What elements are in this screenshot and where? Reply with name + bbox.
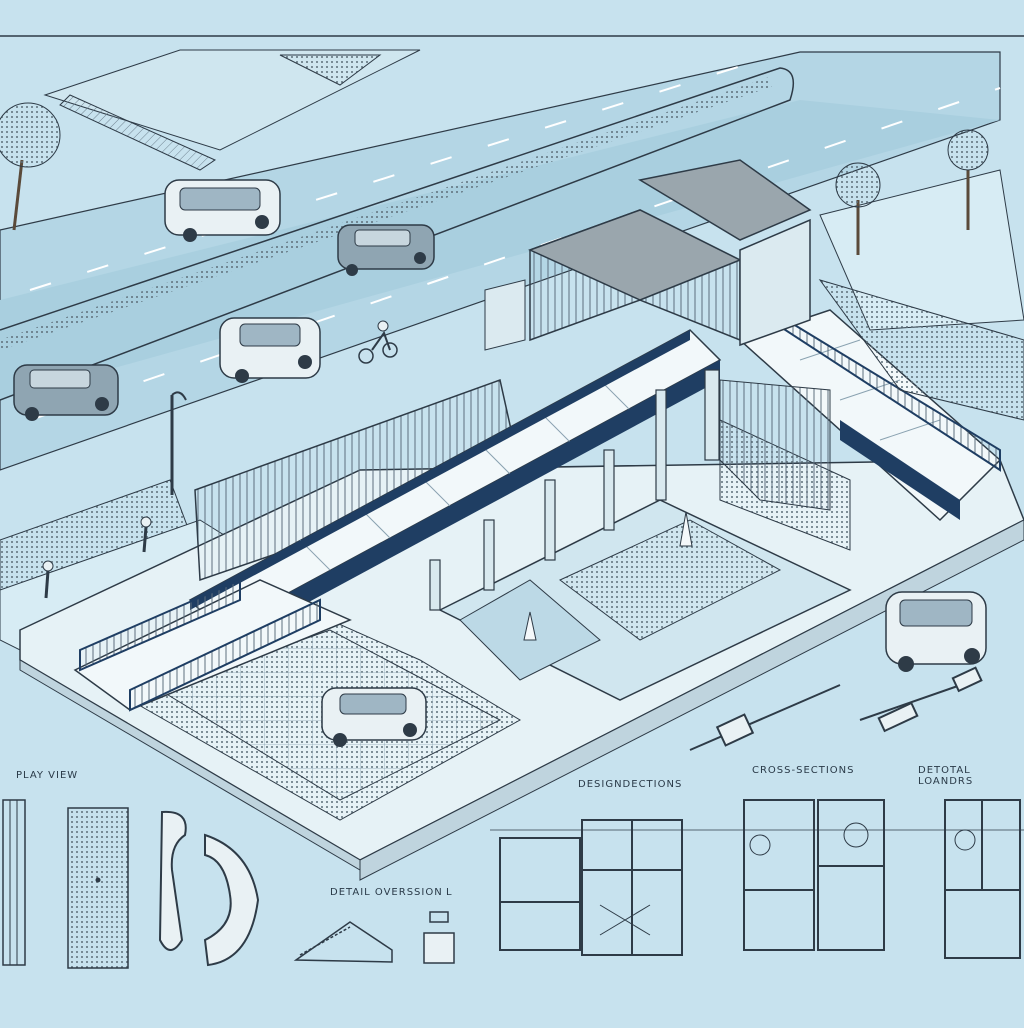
plan-view-label: PLAY VIEW	[16, 770, 79, 781]
traffic-cone-icon	[523, 611, 537, 641]
stair-ramp-main	[188, 329, 722, 650]
lane-markings	[29, 59, 1001, 421]
detail-loading-floorplan	[944, 799, 1021, 959]
designations-label: DESIGNDECTIONS	[578, 779, 683, 790]
detail-loading-label: DETOTAL LOANDRS	[918, 765, 974, 787]
railing-top	[190, 330, 690, 610]
cross-sections-label: CROSS-SECTIONS	[752, 765, 855, 776]
stair-ramp-lower	[73, 578, 352, 712]
car-icon	[164, 179, 281, 242]
tree-icon	[835, 162, 881, 255]
van-icon	[885, 591, 987, 672]
designations-floorplan	[499, 819, 683, 956]
tree-icon	[947, 129, 989, 230]
detail-overview-suffix: L	[446, 887, 453, 898]
pedestrian-icon	[42, 560, 54, 599]
elevator-tower	[484, 159, 831, 511]
car-icon	[321, 687, 427, 747]
car-icon	[219, 317, 321, 383]
car-icon	[337, 224, 435, 276]
hedge-right	[818, 279, 1024, 421]
plan-view-sheet	[2, 799, 260, 969]
railing-bottom	[220, 360, 720, 650]
lamp-post-icon	[170, 391, 187, 495]
support-columns	[429, 369, 720, 611]
tower-roof	[637, 159, 812, 241]
cyclist-icon	[358, 320, 398, 364]
tool-icon	[689, 666, 983, 751]
pedestrian-icon	[140, 516, 152, 553]
cross-sections-floorplan	[743, 799, 885, 951]
tree-icon	[0, 102, 61, 231]
car-icon	[13, 364, 119, 421]
detail-overview-label: DETAIL OVERSSION	[330, 887, 443, 898]
stair-ramp-right	[738, 308, 1002, 522]
traffic-cone-icon	[679, 511, 693, 547]
detail-overview-sheet	[293, 911, 455, 964]
